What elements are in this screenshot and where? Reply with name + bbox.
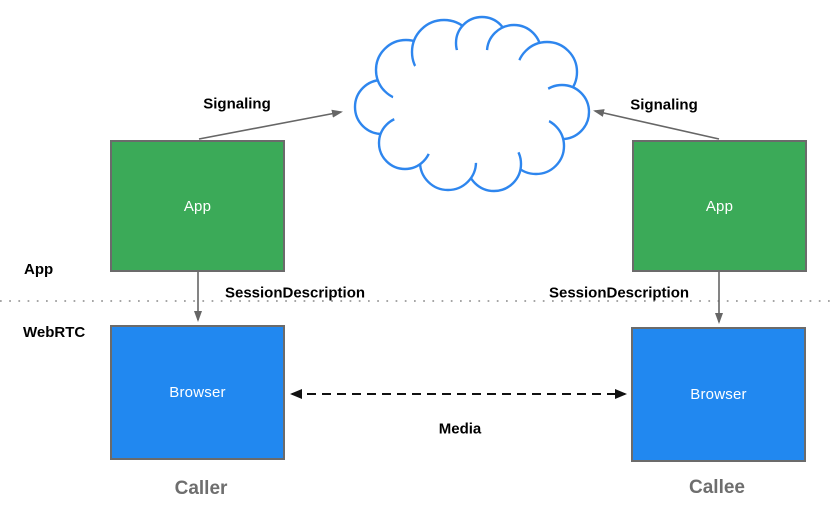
session-description-label-left: SessionDescription xyxy=(224,284,366,302)
network-cloud-icon xyxy=(353,15,591,193)
layer-label-webrtc: WebRTC xyxy=(23,324,86,341)
layer-label-app: App xyxy=(24,261,54,278)
app-node-caller-label: App xyxy=(183,197,212,215)
browser-node-caller-label: Browser xyxy=(169,384,226,401)
caller-caption: Caller xyxy=(174,478,228,499)
browser-node-caller: Browser xyxy=(110,325,285,460)
signaling-arrow-left xyxy=(198,109,343,140)
signaling-arrow-right xyxy=(593,109,720,140)
signaling-label-right: Signaling xyxy=(630,96,698,114)
app-node-callee: App xyxy=(632,140,807,272)
media-label: Media xyxy=(438,420,482,438)
app-node-callee-label: App xyxy=(705,197,734,215)
signaling-label-left: Signaling xyxy=(203,95,271,113)
browser-node-callee: Browser xyxy=(631,327,806,462)
app-node-caller: App xyxy=(110,140,285,272)
session-description-label-right: SessionDescription xyxy=(548,284,690,302)
callee-caption: Callee xyxy=(689,477,745,498)
browser-node-callee-label: Browser xyxy=(690,386,747,403)
